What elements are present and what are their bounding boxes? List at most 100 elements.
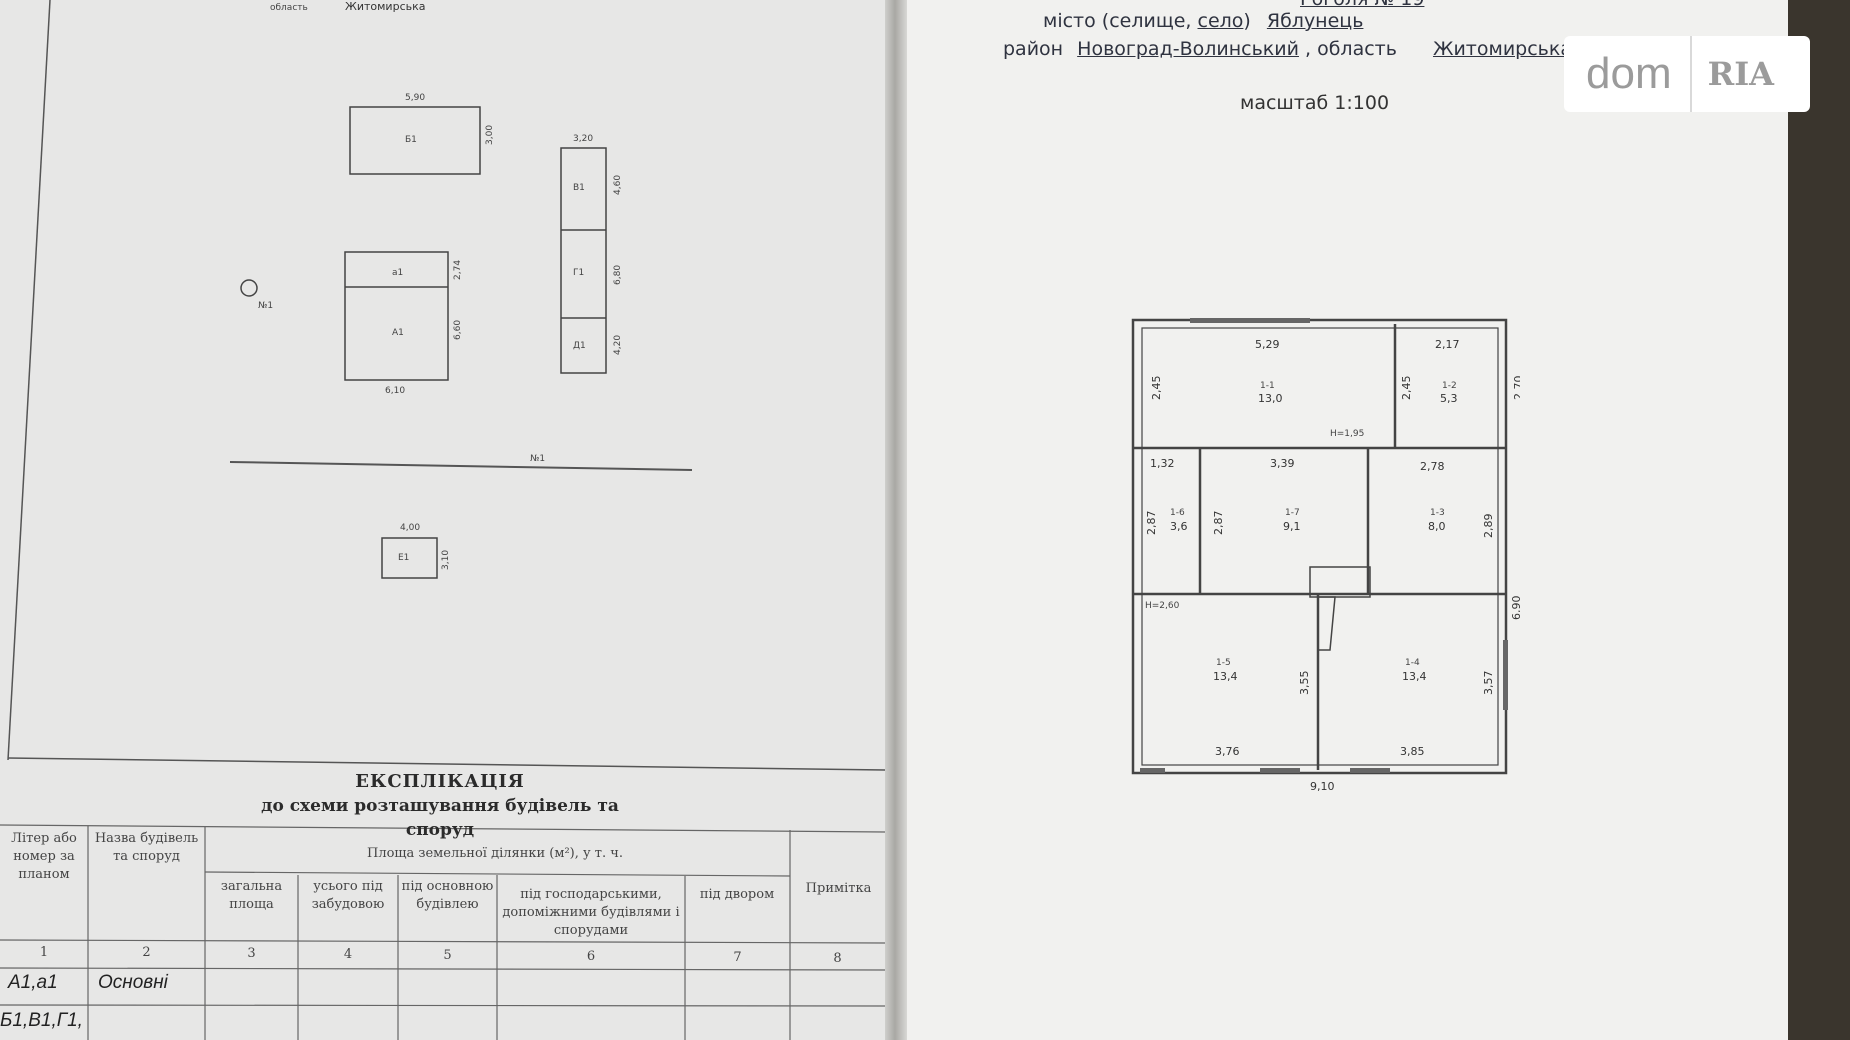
- col-header-aux: під господарськими, допоміжними будівлям…: [502, 887, 680, 938]
- room-1-6-id: 1-6: [1170, 508, 1185, 518]
- room-1-7-area: 9,1: [1283, 520, 1301, 533]
- svg-text:№1: №1: [530, 454, 545, 464]
- sheds-h3: 4,20: [613, 335, 623, 355]
- small-block-width: 4,00: [400, 523, 420, 533]
- right-top-height: 2,70: [1512, 376, 1520, 401]
- room-1-1-dim-h: 2,45: [1150, 376, 1163, 401]
- room-1-2-area: 5,3: [1440, 392, 1458, 405]
- col-header-area-group: Площа земельної ділянки (м²), у т. ч.: [366, 846, 623, 861]
- room-1-2-dim-w: 2,17: [1435, 338, 1460, 351]
- room-1-5-dim-w: 3,76: [1215, 745, 1240, 758]
- col-num-3: 3: [247, 946, 256, 961]
- svg-text:Д1: Д1: [573, 341, 586, 351]
- site-block-small: [381, 537, 438, 579]
- room-1-1-area: 13,0: [1258, 392, 1283, 405]
- svg-text:Г1: Г1: [573, 268, 584, 278]
- col-num-6: 6: [586, 949, 596, 964]
- explication-table-grid: [0, 824, 886, 1040]
- top-block-width: 5,90: [405, 93, 425, 103]
- col-header-name: Назва будівель та споруд: [94, 831, 199, 864]
- room-1-4-dim-w: 3,85: [1400, 745, 1425, 758]
- svg-text:В1: В1: [573, 183, 585, 193]
- room-1-1-id: 1-1: [1260, 381, 1275, 391]
- site-block-main: [344, 251, 449, 381]
- room-1-6-dim-h: 2,87: [1145, 511, 1158, 536]
- room-1-5-id: 1-5: [1216, 658, 1231, 668]
- street-partial: Гоголя № 19: [1300, 0, 1424, 10]
- room-1-7-dim-w: 3,39: [1270, 457, 1295, 470]
- col-header-built: усього під забудовою: [311, 879, 385, 912]
- main-block-height-bottom: 6,60: [453, 320, 463, 340]
- col-num-4: 4: [343, 947, 353, 962]
- watermark-separator: [1689, 36, 1692, 112]
- district-line: район Новоград-Волинський , область Жито…: [1003, 38, 1572, 60]
- room-1-3-id: 1-3: [1430, 508, 1445, 518]
- row-1-letter: А1,а1: [8, 972, 58, 993]
- top-block-height: 3,00: [485, 125, 495, 145]
- col-num-1: 1: [39, 945, 49, 960]
- room-1-3-dim-h: 2,89: [1482, 514, 1495, 539]
- right-document-page: [898, 0, 1788, 1040]
- floor-plan-outer-wall: [1131, 318, 1508, 775]
- city-value: Яблунець: [1266, 10, 1364, 32]
- col-header-total: загальна площа: [220, 879, 283, 912]
- room-1-6-dim-w: 1,32: [1150, 457, 1175, 470]
- region-value: Житомирська: [1432, 38, 1572, 60]
- ceiling-mid: H=2,60: [1145, 601, 1180, 611]
- overall-height: 6,90: [1510, 596, 1520, 621]
- scale-label: масштаб 1:100: [1240, 92, 1390, 114]
- room-1-1-dim-w: 5,29: [1255, 338, 1280, 351]
- district-value: Новоград-Волинський: [1077, 38, 1299, 60]
- ceiling-top: H=1,95: [1330, 429, 1364, 439]
- main-block-width: 6,10: [385, 386, 405, 396]
- sheds-h1: 4,60: [613, 175, 623, 195]
- left-region-label: область: [270, 3, 308, 13]
- col-num-5: 5: [443, 948, 452, 963]
- room-1-7-dim-h: 2,87: [1212, 511, 1225, 536]
- col-header-note: Примітка: [805, 881, 872, 896]
- col-num-8: 8: [833, 951, 842, 966]
- svg-text:а1: а1: [392, 268, 403, 278]
- room-1-4-id: 1-4: [1405, 658, 1420, 668]
- main-block-height-top: 2,74: [453, 260, 463, 280]
- row-1-name: Основні: [98, 972, 168, 993]
- col-num-2: 2: [142, 945, 151, 960]
- domria-watermark: dom RIA: [1564, 36, 1810, 112]
- room-1-5-dim-h: 3,55: [1298, 671, 1311, 696]
- room-1-4-area: 13,4: [1402, 670, 1427, 683]
- floor-plan: 5,29 2,45 1-1 13,0 H=1,95 2,17 2,45 1-2 …: [1131, 318, 1520, 793]
- sheds-width: 3,20: [573, 134, 593, 144]
- sheds-h2: 6,80: [613, 265, 623, 285]
- col-header-letter: Літер або номер за планом: [11, 831, 77, 882]
- svg-text:Е1: Е1: [398, 553, 409, 563]
- site-block-top: [349, 106, 481, 175]
- room-1-6-area: 3,6: [1170, 520, 1188, 533]
- explication-title-block: ЕКСПЛІКАЦІЯ до схеми розташування будіве…: [240, 770, 640, 842]
- site-block-sheds: [560, 147, 607, 374]
- room-1-4-dim-h: 3,57: [1482, 671, 1495, 696]
- col-num-7: 7: [733, 950, 742, 965]
- room-1-3-dim-w: 2,78: [1420, 460, 1445, 473]
- well-symbol: [240, 279, 258, 297]
- room-1-7-id: 1-7: [1285, 508, 1300, 518]
- left-region-value: Житомирська: [345, 0, 425, 13]
- site-plan-drawing: область Житомирська Б1 5,90 3,00 а1 А1 6…: [0, 0, 886, 1040]
- book-binding: [885, 0, 907, 1040]
- room-1-3-area: 8,0: [1428, 520, 1446, 533]
- room-1-2-id: 1-2: [1442, 381, 1457, 391]
- svg-text:Б1: Б1: [405, 135, 417, 145]
- watermark-dom-text: dom: [1586, 49, 1672, 98]
- row-2-letter: Б1,В1,Г1,: [0, 1010, 83, 1031]
- city-line: місто (селище, село) Яблунець: [1043, 10, 1364, 32]
- col-header-main-building: під основною будівлею: [401, 879, 494, 912]
- svg-text:№1: №1: [258, 301, 273, 311]
- explication-subtitle: до схеми розташування будівель та споруд: [261, 796, 619, 840]
- road-line: [229, 461, 693, 471]
- room-1-5-area: 13,4: [1213, 670, 1238, 683]
- room-1-2-dim-h: 2,45: [1400, 376, 1413, 401]
- watermark-ria-text: RIA: [1707, 55, 1774, 93]
- col-header-yard: під двором: [699, 887, 775, 902]
- overall-width: 9,10: [1310, 780, 1335, 793]
- small-block-height: 3,10: [441, 550, 451, 570]
- explication-title: ЕКСПЛІКАЦІЯ: [355, 771, 525, 792]
